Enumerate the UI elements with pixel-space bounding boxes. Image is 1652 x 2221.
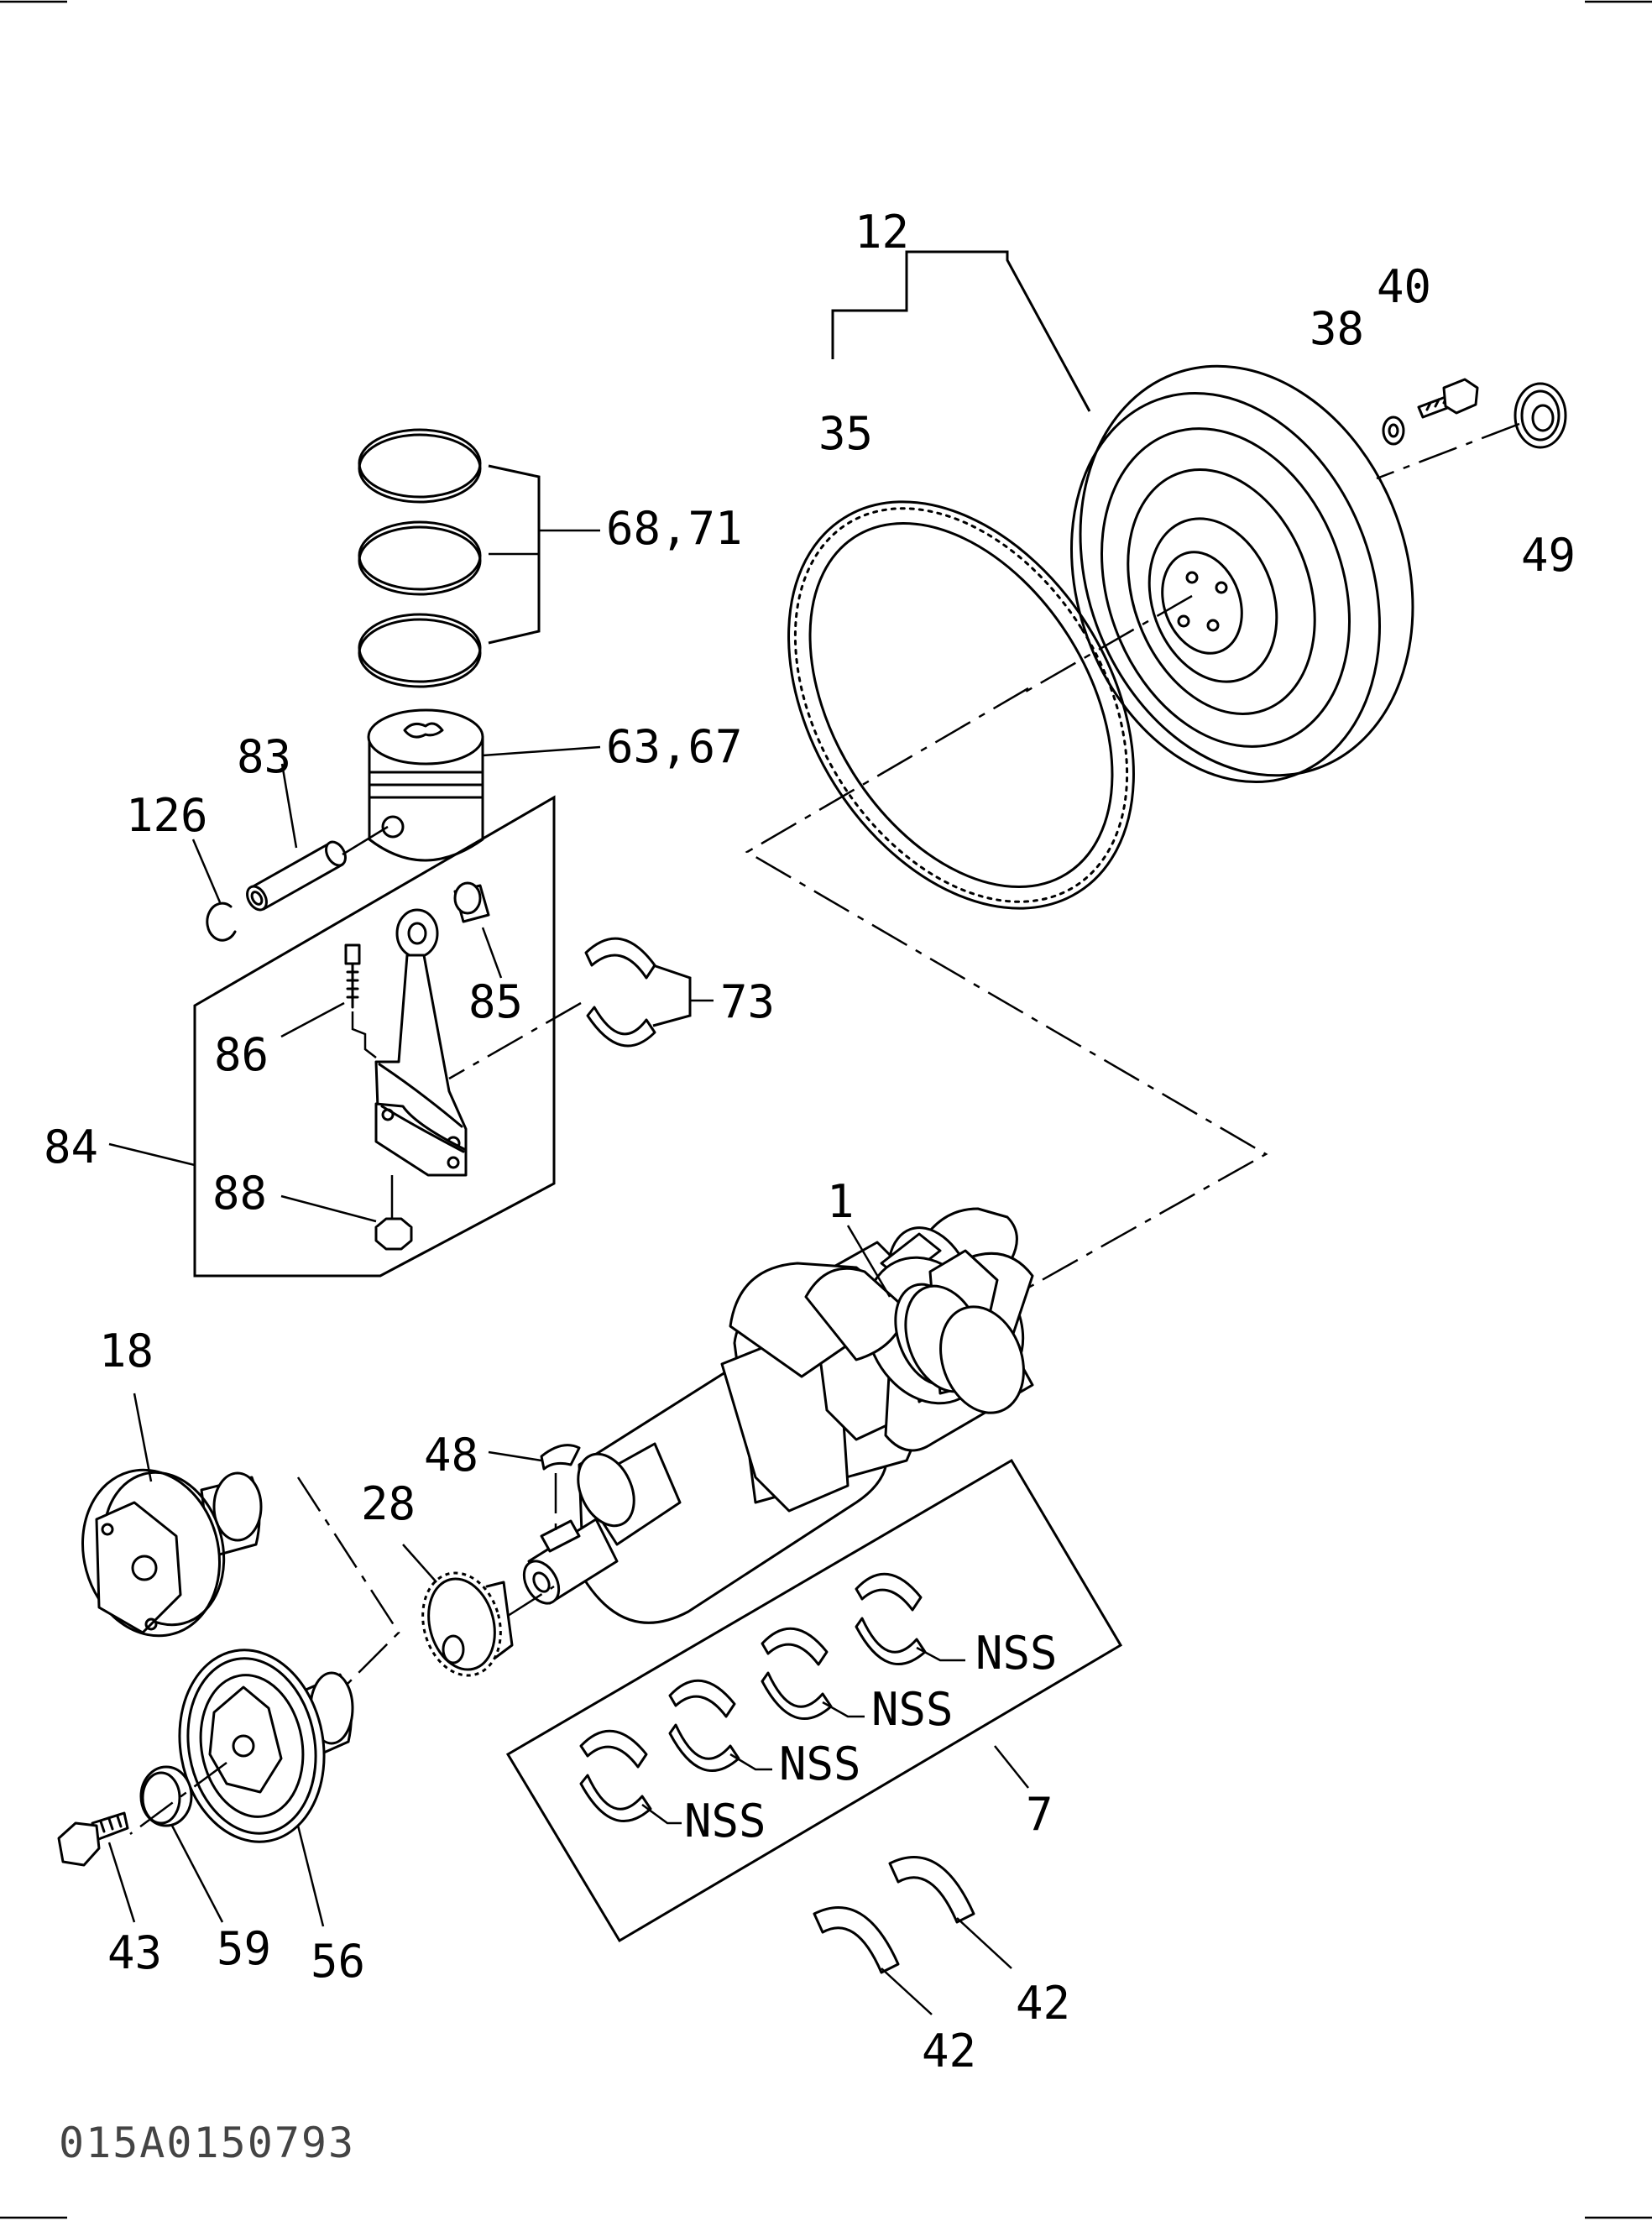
crank-pulley-hub[interactable] (65, 1455, 263, 1652)
centerline-gear-crank (507, 1585, 555, 1617)
pulley-bolt[interactable] (57, 1811, 129, 1867)
thrust-washer-1[interactable] (813, 1906, 900, 1974)
callout-12: 12 (855, 206, 909, 259)
centerline-conrod (448, 1001, 582, 1080)
callout-85: 85 (468, 975, 523, 1028)
callout-nss-3: NSS (871, 1683, 954, 1736)
callout-73: 73 (720, 975, 775, 1028)
main-bearing-1-lower[interactable] (579, 1774, 652, 1822)
piston-ring-top[interactable] (358, 428, 482, 504)
callout-126: 126 (126, 789, 208, 842)
crankshaft-gear[interactable] (411, 1564, 514, 1684)
piston[interactable] (367, 708, 484, 862)
snap-ring[interactable] (206, 901, 237, 942)
crankshaft[interactable] (517, 1207, 1038, 1624)
conrod-cap[interactable] (374, 1102, 468, 1177)
callout-43: 43 (107, 1926, 162, 1979)
main-bearing-4-upper[interactable] (855, 1572, 923, 1612)
callout-56: 56 (311, 1935, 365, 1988)
pilot-bearing[interactable] (1513, 382, 1567, 449)
piston-ring-oil[interactable] (358, 613, 482, 688)
conrod-bearing-lower[interactable] (586, 1006, 656, 1048)
conrod-nut[interactable] (374, 1217, 413, 1251)
main-bearing-3-lower[interactable] (761, 1671, 833, 1720)
callout-nss-1: NSS (684, 1795, 766, 1847)
main-bearing-1-upper[interactable] (579, 1729, 648, 1769)
callout-40: 40 (1377, 260, 1431, 313)
callout-18: 18 (99, 1325, 154, 1377)
flywheel-bracket (831, 250, 1091, 412)
callout-59: 59 (217, 1922, 271, 1975)
drawing-code: 015A0150793 (59, 2119, 355, 2167)
callout-42-left: 42 (922, 2025, 976, 2077)
callout-48: 48 (424, 1429, 478, 1482)
main-bearing-2-lower[interactable] (668, 1723, 740, 1772)
flywheel-bolt[interactable] (1417, 378, 1479, 419)
conrod-bolt[interactable] (344, 943, 361, 1009)
callout-68-71: 68,71 (606, 502, 743, 555)
main-bearing-bracket (505, 1458, 1123, 1943)
callout-84: 84 (44, 1121, 98, 1173)
washer[interactable] (1382, 415, 1405, 446)
callout-7: 7 (1026, 1788, 1053, 1841)
conrod-kit-bracket (193, 795, 556, 1278)
main-bearing-3-upper[interactable] (761, 1627, 829, 1666)
callout-35: 35 (818, 407, 873, 460)
callout-42-right: 42 (1016, 1977, 1070, 2030)
flywheel[interactable] (1019, 319, 1468, 825)
ring-gear[interactable] (718, 439, 1205, 972)
pulley-washer[interactable] (139, 1765, 193, 1827)
crankshaft-key[interactable] (540, 1444, 581, 1471)
piston-ring-middle[interactable] (358, 520, 482, 596)
callout-88: 88 (212, 1167, 267, 1220)
crank-pulley[interactable] (165, 1638, 354, 1853)
conrod-bushing[interactable] (453, 881, 490, 923)
thrust-washer-2[interactable] (888, 1856, 975, 1924)
callout-63-67: 63,67 (606, 720, 743, 773)
main-bearing-4-lower[interactable] (855, 1617, 927, 1665)
main-bearing-2-upper[interactable] (668, 1679, 736, 1718)
callout-28: 28 (361, 1477, 416, 1530)
piston-pin[interactable] (243, 839, 349, 913)
callout-49: 49 (1521, 529, 1576, 582)
conrod-bearing-upper[interactable] (584, 937, 656, 980)
callout-1: 1 (827, 1175, 855, 1228)
centerline-hub-gear (296, 1476, 400, 1688)
centerline-pulley-bolt (129, 1761, 227, 1836)
callout-nss-2: NSS (779, 1738, 861, 1790)
centerline-flywheel (1023, 594, 1193, 694)
centerline-bearing (1376, 422, 1520, 480)
centerline-crank-flywheel (745, 687, 1268, 1315)
callout-86: 86 (214, 1028, 269, 1081)
bearing-bracket-73 (652, 964, 692, 1027)
callout-83: 83 (237, 730, 291, 783)
callout-labels: 12 40 38 35 49 68,71 63,67 83 126 85 73 … (44, 206, 1576, 2167)
callout-nss-4: NSS (975, 1627, 1058, 1680)
callout-38: 38 (1310, 302, 1364, 355)
